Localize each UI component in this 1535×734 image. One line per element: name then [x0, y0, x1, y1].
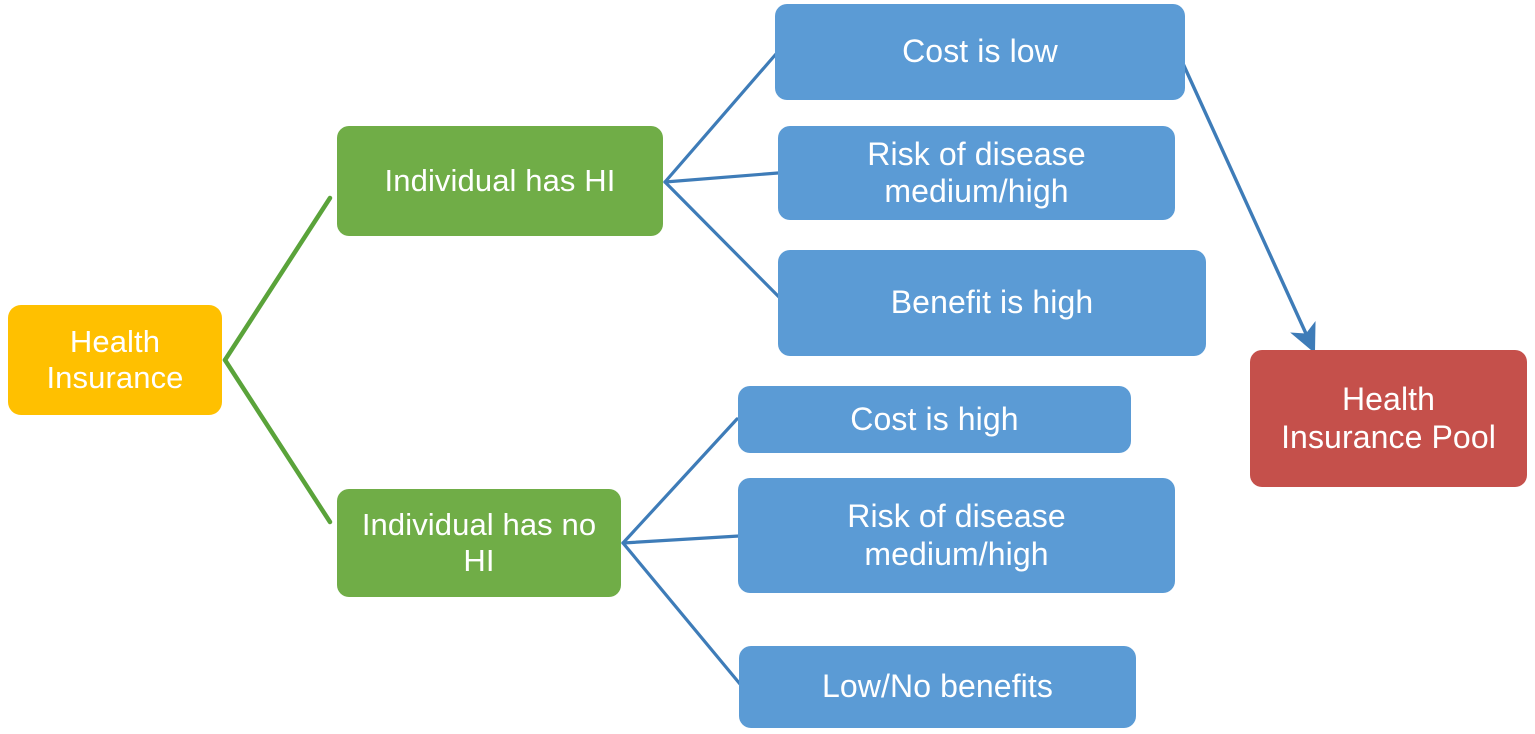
node-cost-is-low-label: Cost is low	[902, 33, 1058, 70]
node-cost-is-low[interactable]: Cost is low	[775, 4, 1185, 100]
node-benefit-is-high-label: Benefit is high	[890, 284, 1094, 321]
node-label-line2: medium/high	[884, 173, 1069, 209]
node-individual-has-hi-label: Individual has HI	[384, 162, 616, 198]
node-low-no-benefits-label: Low/No benefits	[822, 668, 1053, 705]
node-risk-of-disease-upper[interactable]: Risk of disease medium/high	[778, 126, 1175, 220]
edge-root-to-has-hi	[222, 195, 333, 363]
node-individual-has-no-hi-label: Individual has no HI	[362, 507, 596, 580]
node-cost-is-high-label: Cost is high	[850, 400, 1019, 437]
node-health-insurance-pool[interactable]: Health Insurance Pool	[1250, 350, 1527, 487]
node-health-insurance-label: Health Insurance	[46, 324, 183, 397]
node-label-line2: medium/high	[864, 535, 1049, 572]
edge-has-hi-to-risk-upper	[663, 171, 780, 184]
node-individual-has-no-hi[interactable]: Individual has no HI	[337, 489, 621, 597]
edge-has-hi-to-cost-low	[663, 52, 778, 184]
node-label-line2: Insurance Pool	[1281, 418, 1496, 455]
edge-no-hi-to-low-no-benefits	[621, 541, 742, 686]
node-label-line1: Health	[1341, 381, 1436, 418]
node-label-line1: Health	[69, 323, 161, 359]
node-label-line2: Insurance	[46, 360, 184, 395]
node-risk-of-disease-upper-label: Risk of disease medium/high	[867, 136, 1085, 211]
edge-root-to-no-hi	[222, 357, 333, 525]
node-risk-of-disease-lower-label: Risk of disease medium/high	[847, 498, 1065, 573]
edge-has-hi-to-benefit-high	[663, 180, 781, 299]
edge-no-hi-to-risk-lower	[621, 534, 741, 545]
node-label-line1: Individual has no	[361, 506, 597, 542]
node-health-insurance-pool-label: Health Insurance Pool	[1281, 381, 1496, 456]
node-individual-has-hi[interactable]: Individual has HI	[337, 126, 663, 236]
node-label-line2: HI	[463, 543, 495, 578]
node-label-line1: Risk of disease	[867, 135, 1086, 172]
node-label-line1: Risk of disease	[847, 498, 1066, 535]
edge-no-hi-to-cost-high	[621, 417, 739, 545]
node-low-no-benefits[interactable]: Low/No benefits	[739, 646, 1136, 728]
node-benefit-is-high[interactable]: Benefit is high	[778, 250, 1206, 356]
node-cost-is-high[interactable]: Cost is high	[738, 386, 1131, 453]
node-risk-of-disease-lower[interactable]: Risk of disease medium/high	[738, 478, 1175, 593]
node-health-insurance[interactable]: Health Insurance	[8, 305, 222, 415]
